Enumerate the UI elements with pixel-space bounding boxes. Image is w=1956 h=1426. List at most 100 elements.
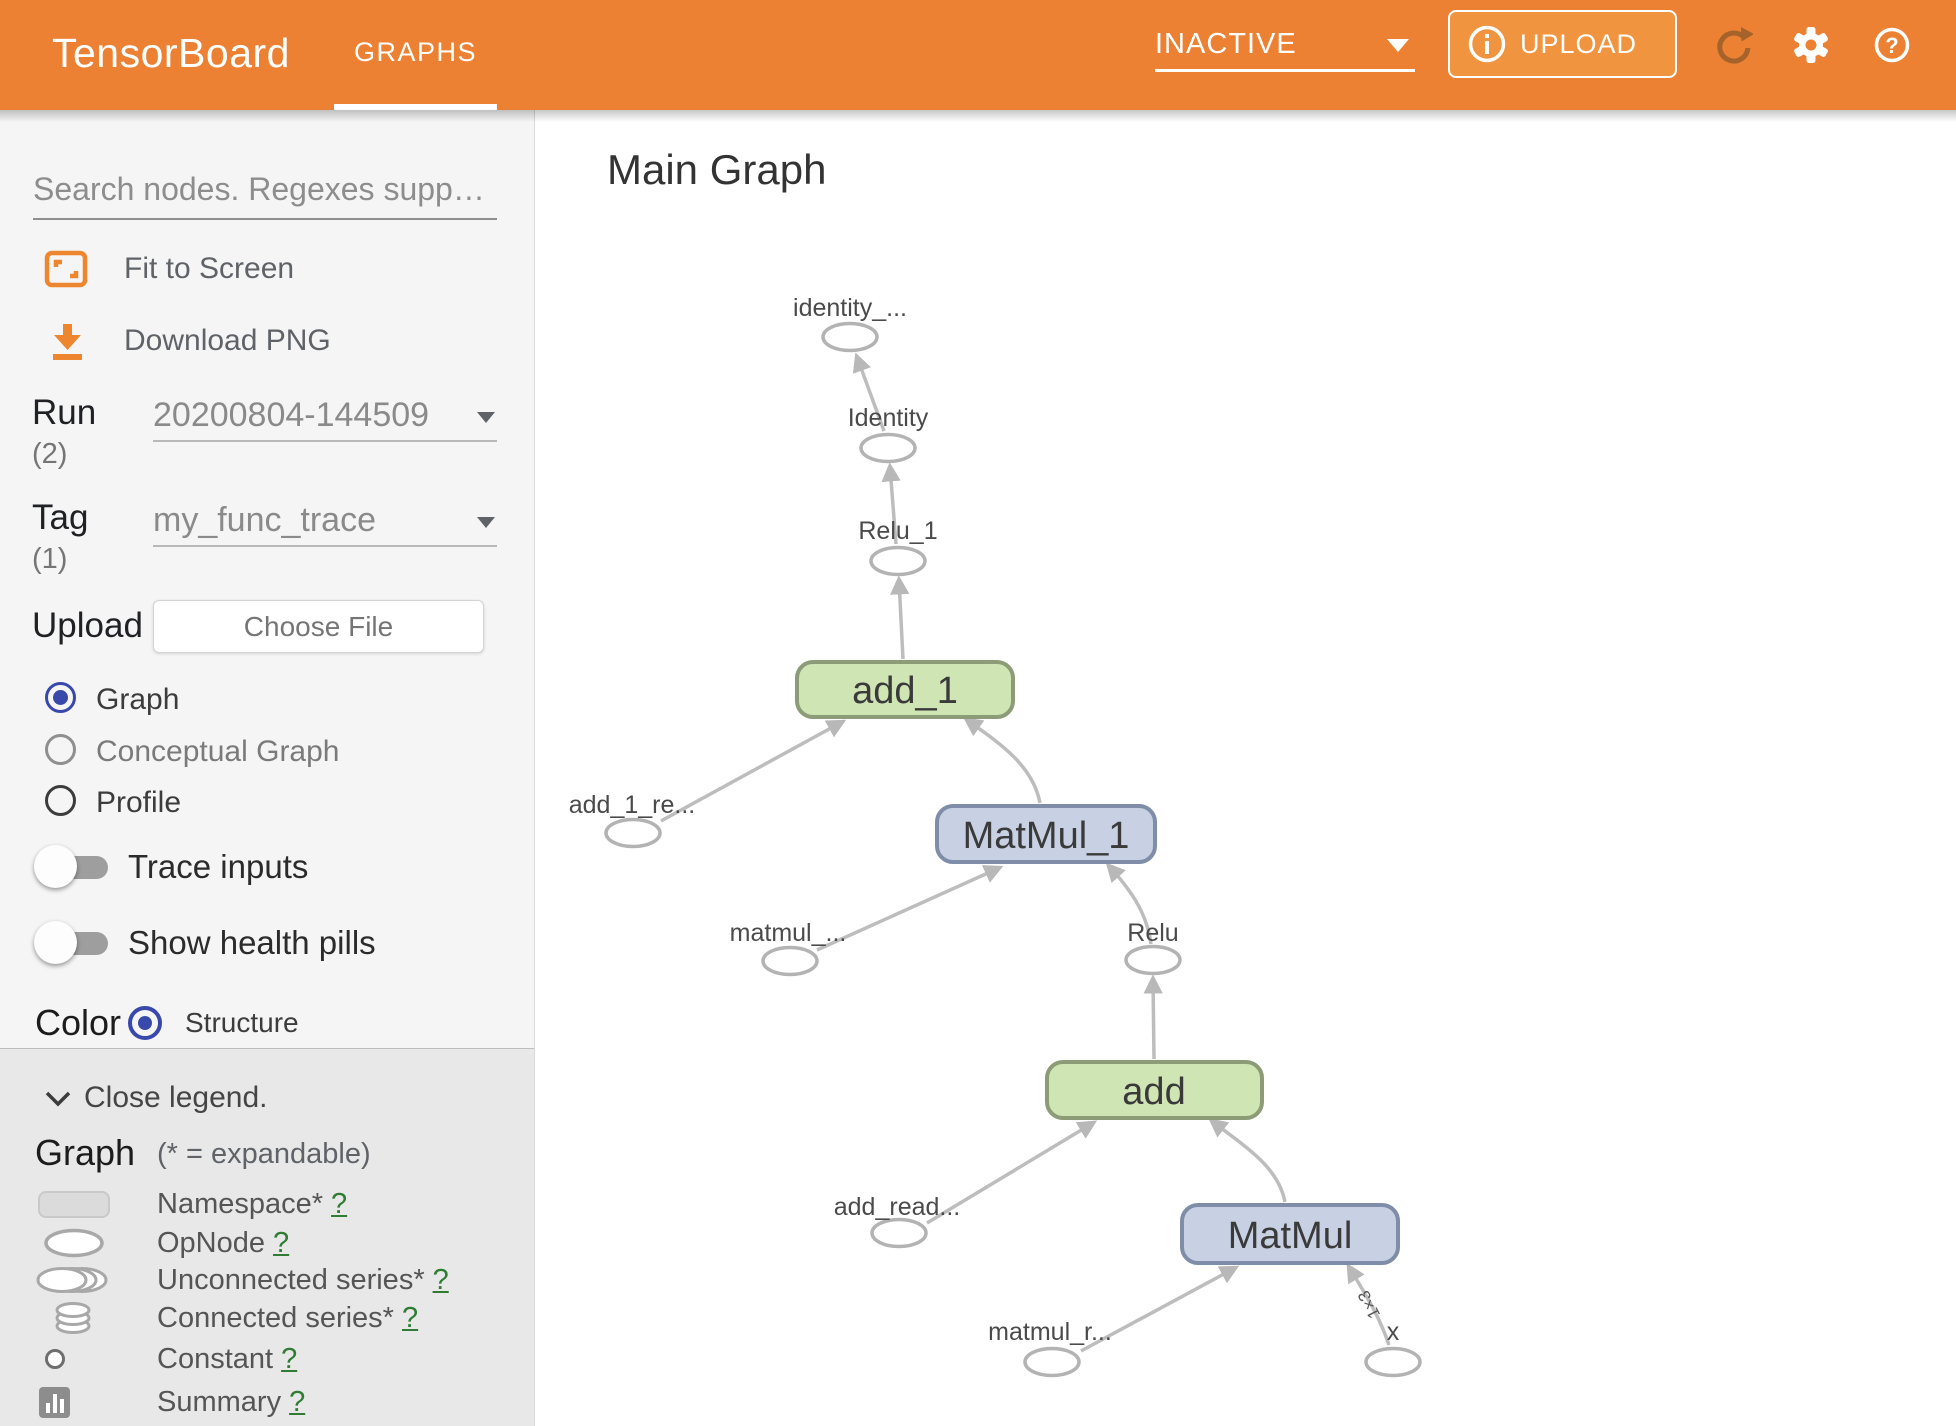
tab-graphs[interactable]: GRAPHS [334,0,497,110]
node-label: add_1 [852,670,958,712]
refresh-icon[interactable] [1713,25,1753,65]
edge-shape-label: 1×3 [1354,1287,1384,1321]
close-legend-button[interactable]: Close legend. [0,1079,534,1117]
app-title: TensorBoard [52,30,290,76]
run-select[interactable]: 20200804-144509 [153,388,497,442]
help-icon[interactable]: ? [1872,25,1912,65]
node-label: add [1122,1071,1185,1113]
dropdown-caret-icon [477,412,495,423]
page-title: Main Graph [607,146,827,193]
node-add[interactable] [1045,1060,1264,1120]
dataflow-graph: identity_... Identity Relu_1 add_1_re...… [569,294,1422,1378]
node-matmul[interactable] [1180,1203,1400,1265]
edge-x-to-matmul [1346,1262,1391,1346]
status-dropdown[interactable]: INACTIVE [1155,0,1415,110]
node-label: MatMul_1 [963,815,1130,857]
active-tab-underline [334,104,497,110]
node-label: add_1_re... [569,791,696,819]
node-matmul-in[interactable] [761,945,819,977]
radio-profile-label: Profile [96,786,182,819]
legend-item-unconnected-series: Unconnected series*? [0,1261,534,1299]
edge-add-to-relu [1143,974,1163,1060]
radio-conceptual-label: Conceptual Graph [96,735,340,768]
graph-edges [660,352,1391,1353]
trace-inputs-label: Trace inputs [128,848,309,885]
close-legend-label: Close legend. [84,1081,268,1114]
fit-to-screen-icon [44,250,88,288]
svg-text:?: ? [1885,33,1898,58]
tag-select[interactable]: my_func_trace [153,493,497,547]
legend-item-opnode: OpNode? [0,1224,534,1262]
node-add-1[interactable] [795,660,1015,719]
node-identity[interactable] [859,432,917,464]
health-pills-label: Show health pills [128,924,376,961]
help-link[interactable]: ? [432,1264,449,1296]
node-label: Identity [848,404,929,432]
node-label: matmul_r... [988,1318,1112,1346]
help-link[interactable]: ? [281,1343,298,1375]
app-header: TensorBoard GRAPHS INACTIVE UPLOAD [0,0,1956,110]
legend-label: Namespace* [157,1188,324,1220]
run-value: 20200804-144509 [153,396,430,434]
node-identity-out[interactable] [821,321,879,353]
edge-addread-to-add [926,1120,1098,1225]
summary-icon [39,1386,70,1418]
node-relu[interactable] [1124,944,1182,976]
edge-add1-to-relu1 [890,575,910,660]
legend-item-namespace: Namespace*? [0,1185,534,1223]
node-add-read[interactable] [870,1217,928,1249]
node-label: Relu_1 [858,517,937,545]
legend-label: OpNode [157,1227,266,1259]
info-icon [1468,25,1506,63]
radio-profile[interactable]: Profile [0,781,534,825]
download-icon [53,324,82,360]
node-label: add_read... [834,1193,961,1221]
help-link[interactable]: ? [289,1386,306,1418]
upload-section-label: Upload [32,606,143,645]
settings-gear-icon[interactable] [1791,25,1831,65]
download-png-button[interactable]: Download PNG [0,316,534,366]
trace-inputs-toggle[interactable]: Trace inputs [0,844,534,890]
edge-identity-to-identity-out [852,352,886,432]
node-relu-1[interactable] [869,545,927,577]
upload-button[interactable]: UPLOAD [1448,10,1677,78]
unconnected-series-icon [36,1267,108,1293]
edge-matmulin-to-matmul1 [816,865,1004,952]
help-link[interactable]: ? [273,1227,290,1259]
radio-graph[interactable]: Graph [0,678,534,722]
node-x[interactable] [1364,1346,1422,1378]
legend-header: Graph (* = expandable) [0,1133,534,1173]
legend-expandable-note: (* = expandable) [157,1138,371,1170]
health-pills-toggle[interactable]: Show health pills [0,920,534,966]
run-count: (2) [32,438,68,470]
radio-unselected-icon [45,734,76,765]
node-label: x [1387,1318,1400,1346]
legend-label: Unconnected series* [157,1264,425,1296]
edge-matmulr-to-matmul [1080,1265,1240,1353]
color-structure-radio[interactable] [128,1006,162,1040]
status-underline [1155,69,1415,72]
graph-op-nodes: identity_... Identity Relu_1 add_1_re...… [569,294,1422,1378]
node-matmul-r[interactable] [1023,1346,1081,1378]
node-label: identity_... [793,294,907,322]
fit-to-screen-button[interactable]: Fit to Screen [0,244,534,294]
dropdown-caret-icon [1387,39,1409,52]
node-matmul-1[interactable] [935,804,1157,864]
help-link[interactable]: ? [401,1302,419,1334]
radio-conceptual-graph[interactable]: Conceptual Graph [0,730,534,774]
node-add-1-re[interactable] [604,817,662,849]
tab-graphs-label: GRAPHS [353,37,478,67]
legend-panel: Close legend. Graph (* = expandable) Nam… [0,1048,534,1426]
choose-file-button[interactable]: Choose File [153,600,484,653]
radio-selected-icon [45,682,76,713]
fit-to-screen-label: Fit to Screen [124,252,295,285]
edge-matmul1-to-add1 [963,717,1042,804]
node-label: Relu [1127,919,1178,947]
search-input[interactable] [33,160,497,220]
color-row: Color Structure [0,1003,534,1043]
upload-button-label: UPLOAD [1520,28,1638,59]
download-png-label: Download PNG [124,324,331,357]
legend-label: Constant [157,1343,274,1375]
help-link[interactable]: ? [331,1188,348,1220]
